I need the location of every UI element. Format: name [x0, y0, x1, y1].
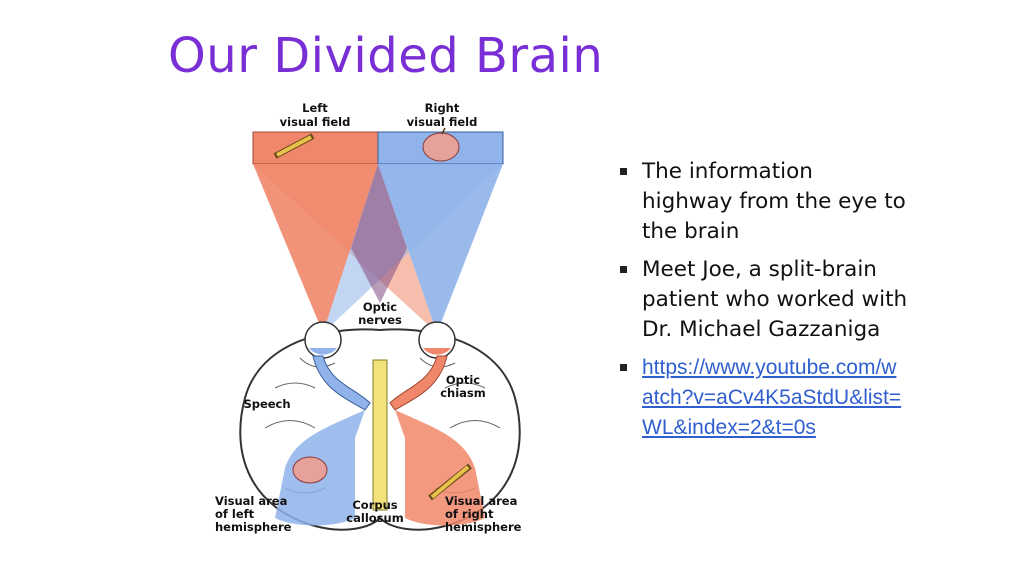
right-optic-nerve	[389, 355, 448, 411]
left-field-label-1: Left	[302, 101, 328, 115]
bullet-item-info-highway: The information highway from the eye to …	[618, 157, 908, 247]
right-field-label-2: visual field	[407, 115, 478, 129]
corpus-callosum-label-1: Corpus	[352, 498, 397, 512]
optic-chiasm-label-1: Optic	[446, 373, 480, 387]
right-hemisphere-pathway	[395, 410, 485, 526]
left-field-label-2: visual field	[280, 115, 351, 129]
left-visual-area-label-3: hemisphere	[215, 520, 292, 534]
square-bullet-icon	[620, 168, 627, 175]
left-visual-field	[252, 131, 379, 165]
right-visual-area-label-3: hemisphere	[445, 520, 522, 534]
optic-nerves-label-2: nerves	[358, 313, 402, 327]
square-bullet-icon	[620, 266, 627, 273]
left-visual-area-label-2: of left	[215, 507, 255, 521]
pencil-image-right-hemisphere	[428, 463, 472, 501]
optic-chiasm-label-2: chiasm	[440, 386, 486, 400]
optic-nerves-label-1: Optic	[363, 300, 397, 314]
youtube-link[interactable]: https://www.youtube.com/watch?v=aCv4K5aS…	[642, 356, 902, 439]
corpus-callosum-label-2: callosum	[346, 511, 403, 525]
right-visual-area-label-1: Visual area	[445, 494, 517, 508]
apple-image-left-hemisphere	[292, 456, 328, 484]
slide-title: Our Divided Brain	[168, 28, 604, 84]
bullet-item-meet-joe: Meet Joe, a split-brain patient who work…	[618, 255, 908, 345]
right-eye-retina	[423, 348, 451, 355]
right-visual-area-label-2: of right	[445, 507, 494, 521]
speech-label: Speech	[243, 397, 290, 411]
apple-icon	[422, 127, 460, 162]
brain-gyri-right	[419, 357, 501, 494]
left-eye-retina	[309, 348, 337, 355]
brain-gyri-left	[264, 357, 336, 494]
bullet-list: The information highway from the eye to …	[618, 157, 908, 451]
bullet-text: Meet Joe, a split-brain patient who work…	[642, 257, 908, 342]
square-bullet-icon	[620, 364, 627, 371]
bullet-item-video-link: https://www.youtube.com/watch?v=aCv4K5aS…	[618, 353, 908, 443]
pencil-icon	[273, 133, 315, 159]
corpus-callosum	[372, 359, 388, 511]
visual-pathway-diagram: Left visual field Right visual field	[215, 101, 522, 534]
right-field-label-1: Right	[425, 101, 460, 115]
left-optic-nerve	[312, 355, 371, 411]
left-visual-area-label-1: Visual area	[215, 494, 287, 508]
overlap-region	[351, 164, 407, 303]
bullet-text: The information highway from the eye to …	[642, 159, 906, 244]
